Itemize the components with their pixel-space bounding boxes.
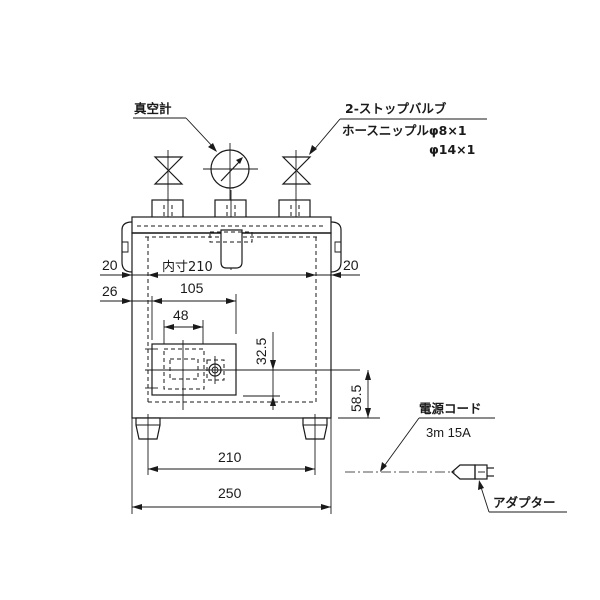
hose-nipple-label-1: ホースニップルφ8×1 — [342, 123, 467, 138]
dimension-58-5: 58.5 — [338, 370, 380, 419]
vacuum-gauge-leader: 真空計 — [133, 101, 217, 152]
dim-48: 48 — [173, 307, 189, 323]
feet — [135, 414, 328, 444]
dim-left-handle: 20 — [102, 257, 118, 273]
adapter-leader: アダプター — [478, 480, 567, 513]
dimension-row-1: 20 20 内寸210 — [100, 257, 360, 278]
power-cord-label: 電源コード — [419, 401, 482, 416]
stop-valve-label: 2-ストップバルブ — [345, 101, 447, 116]
dimension-32-5: 32.5 — [239, 332, 360, 410]
dim-105: 105 — [180, 280, 204, 296]
main-body — [131, 216, 332, 419]
inner-dimension-label: 内寸210 — [162, 259, 213, 275]
dim-right-handle: 20 — [343, 257, 359, 273]
dim-left-offset: 26 — [102, 283, 118, 299]
left-valve-icon — [153, 150, 184, 190]
plug-icon — [451, 464, 494, 480]
vacuum-gauge-icon — [203, 143, 258, 200]
dimension-48: 48 — [163, 307, 204, 344]
right-valve-icon — [281, 150, 312, 190]
power-cord-spec: 3m 15A — [426, 425, 471, 440]
dim-32-5: 32.5 — [253, 338, 269, 365]
dimension-250-overall: 250 — [131, 418, 332, 514]
adapter-label: アダプター — [493, 495, 556, 510]
dimension-row-2: 26 105 — [100, 280, 237, 340]
control-panel — [145, 340, 250, 410]
dim-250-overall: 250 — [218, 485, 242, 501]
dim-210-feet: 210 — [218, 449, 242, 465]
power-cord: 電源コード 3m 15A — [345, 401, 495, 473]
hose-nipple-label-2: φ14×1 — [429, 142, 475, 157]
vacuum-gauge-label: 真空計 — [134, 101, 172, 116]
left-handle — [121, 221, 133, 273]
right-handle — [330, 221, 342, 273]
dim-58-5: 58.5 — [348, 385, 364, 412]
dimension-210-feet: 210 — [147, 444, 316, 475]
stop-valve-leader: 2-ストップバルブ ホースニップルφ8×1 φ14×1 — [309, 101, 487, 157]
